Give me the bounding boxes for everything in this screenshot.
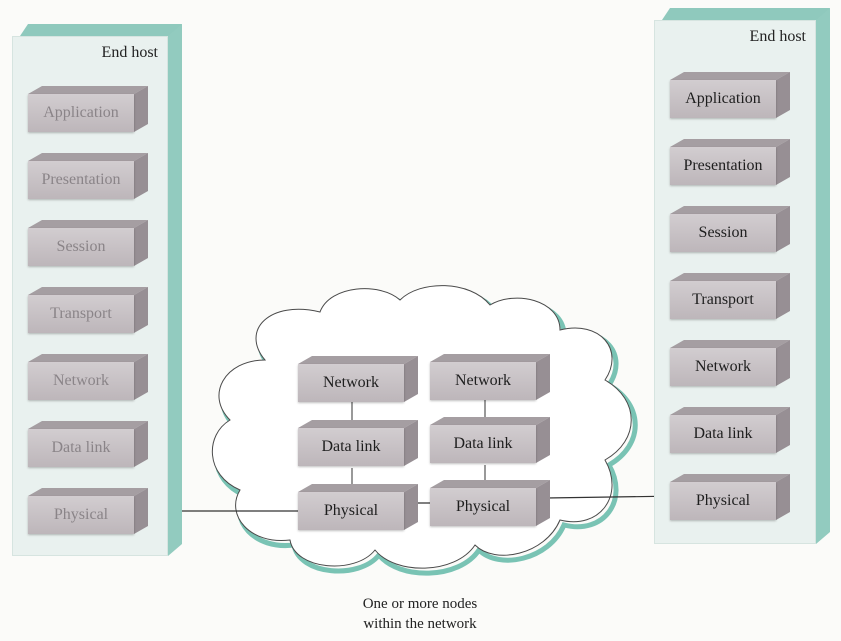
node1-layer-data-link: Data link [298,420,418,466]
left-layer-session: Session [28,220,148,266]
right-layer-physical: Physical [670,474,790,520]
right-layer-network: Network [670,340,790,386]
right-layer-presentation: Presentation [670,139,790,185]
node2-layer-physical: Physical [430,480,550,526]
right-layer-application: Application [670,72,790,118]
right-end-host-label: End host [749,28,806,45]
left-layer-presentation: Presentation [28,153,148,199]
left-layer-transport: Transport [28,287,148,333]
caption-line-1: One or more nodes [362,596,478,612]
node1-layer-network: Network [298,356,418,402]
right-layer-session: Session [670,206,790,252]
left-layer-network: Network [28,354,148,400]
left-layer-physical: Physical [28,488,148,534]
left-layer-data-link: Data link [28,421,148,467]
network-caption: One or more nodes within the network [300,594,540,634]
right-layer-transport: Transport [670,273,790,319]
node1-layer-physical: Physical [298,484,418,530]
node2-layer-network: Network [430,354,550,400]
node2-layer-data-link: Data link [430,417,550,463]
right-layer-data-link: Data link [670,407,790,453]
left-end-host-label: End host [101,44,158,61]
caption-line-2: within the network [363,616,477,632]
left-layer-application: Application [28,86,148,132]
